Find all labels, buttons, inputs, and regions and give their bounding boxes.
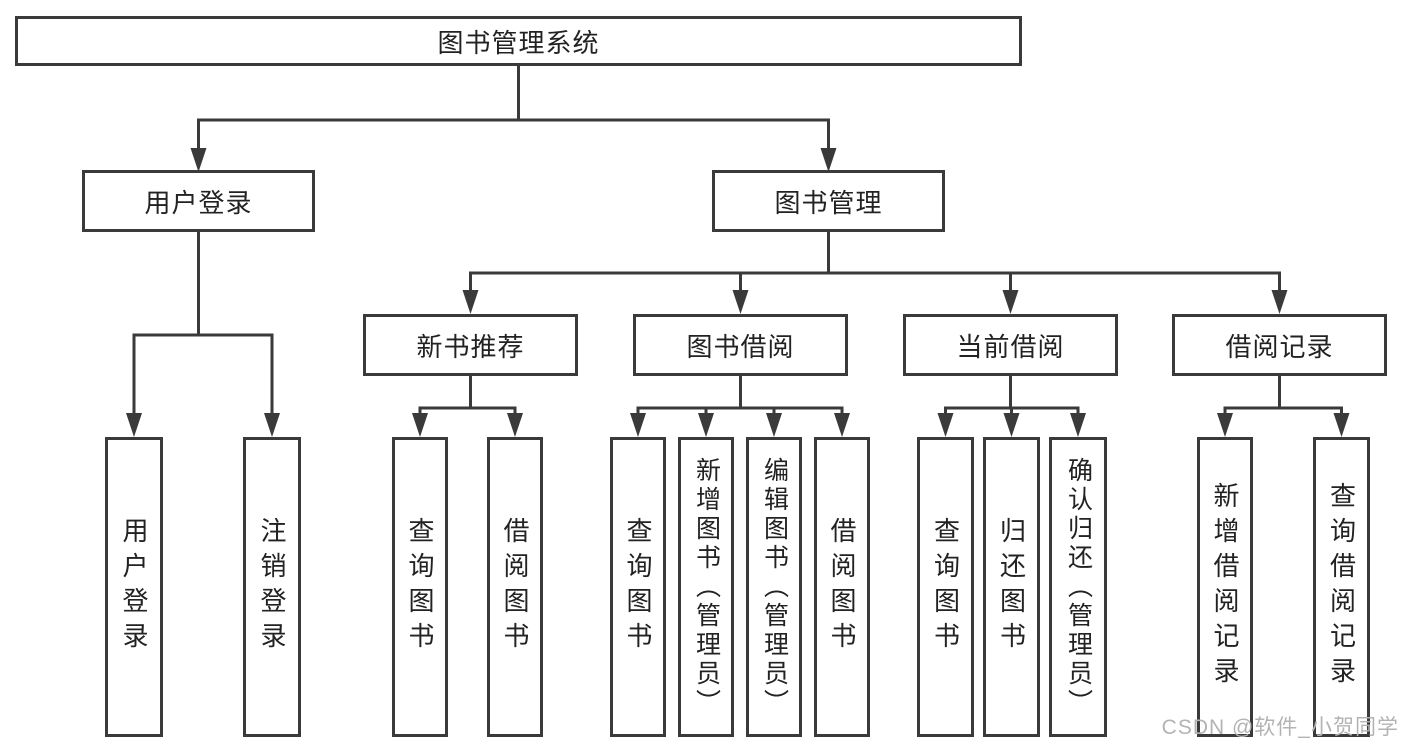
node-label: 确认归还（管理员） — [1064, 456, 1093, 718]
node-label: 图书管理系统 — [437, 27, 600, 58]
node-label: 借阅记录 — [1225, 331, 1334, 362]
node-label: 用户登录 — [144, 187, 253, 218]
leaf-current-confirm-return-admin: 确认归还（管理员） — [1049, 437, 1107, 737]
node-label: 查询图书 — [405, 517, 435, 657]
node-label: 新增借阅记录 — [1210, 482, 1240, 692]
node-borrow-records: 借阅记录 — [1172, 314, 1387, 376]
connector-records-to-leaves — [1217, 376, 1350, 437]
node-label: 归还图书 — [996, 517, 1027, 657]
leaf-user-login: 用户登录 — [105, 437, 163, 737]
node-current-borrowing: 当前借阅 — [903, 314, 1118, 376]
node-label: 查询图书 — [930, 517, 961, 657]
node-user-login: 用户登录 — [82, 170, 315, 232]
connector-new-books-to-leaves — [412, 376, 523, 437]
node-label: 编辑图书（管理员） — [760, 456, 789, 718]
connector-borrow-to-leaves — [630, 376, 850, 437]
node-new-book-recommend: 新书推荐 — [363, 314, 578, 376]
connector-current-to-leaves — [937, 376, 1086, 437]
leaf-borrow-add-books-admin: 新增图书（管理员） — [678, 437, 734, 737]
node-label: 图书管理 — [774, 187, 883, 218]
node-label: 用户登录 — [119, 517, 149, 657]
node-library-system: 图书管理系统 — [15, 16, 1022, 66]
connector-user-login-to-leaves — [126, 232, 280, 437]
node-label: 注销登录 — [257, 517, 287, 657]
leaf-newbooks-borrow-books: 借阅图书 — [487, 437, 543, 737]
node-label: 新书推荐 — [416, 331, 525, 362]
leaf-borrow-query-books: 查询图书 — [610, 437, 666, 737]
leaf-borrow-borrow-books: 借阅图书 — [814, 437, 870, 737]
leaf-records-add-record: 新增借阅记录 — [1197, 437, 1253, 737]
leaf-borrow-edit-books-admin: 编辑图书（管理员） — [746, 437, 802, 737]
node-label: 图书借阅 — [686, 331, 795, 362]
leaf-newbooks-query-books: 查询图书 — [392, 437, 448, 737]
leaf-records-query-record: 查询借阅记录 — [1313, 437, 1370, 737]
node-book-borrowing: 图书借阅 — [633, 314, 848, 376]
node-label: 借阅图书 — [827, 517, 857, 657]
leaf-logout: 注销登录 — [243, 437, 301, 737]
node-label: 查询图书 — [623, 517, 653, 657]
node-label: 新增图书（管理员） — [692, 456, 721, 718]
leaf-current-return-books: 归还图书 — [983, 437, 1040, 737]
node-label: 当前借阅 — [956, 331, 1065, 362]
node-book-management: 图书管理 — [712, 170, 945, 232]
connector-book-mgmt-to-level3 — [462, 232, 1288, 314]
connector-root-to-level2 — [190, 66, 837, 172]
csdn-watermark: CSDN @软件_小贺同学 — [1161, 716, 1399, 739]
node-label: 查询借阅记录 — [1326, 482, 1357, 692]
leaf-current-query-books: 查询图书 — [917, 437, 974, 737]
node-label: 借阅图书 — [500, 517, 530, 657]
